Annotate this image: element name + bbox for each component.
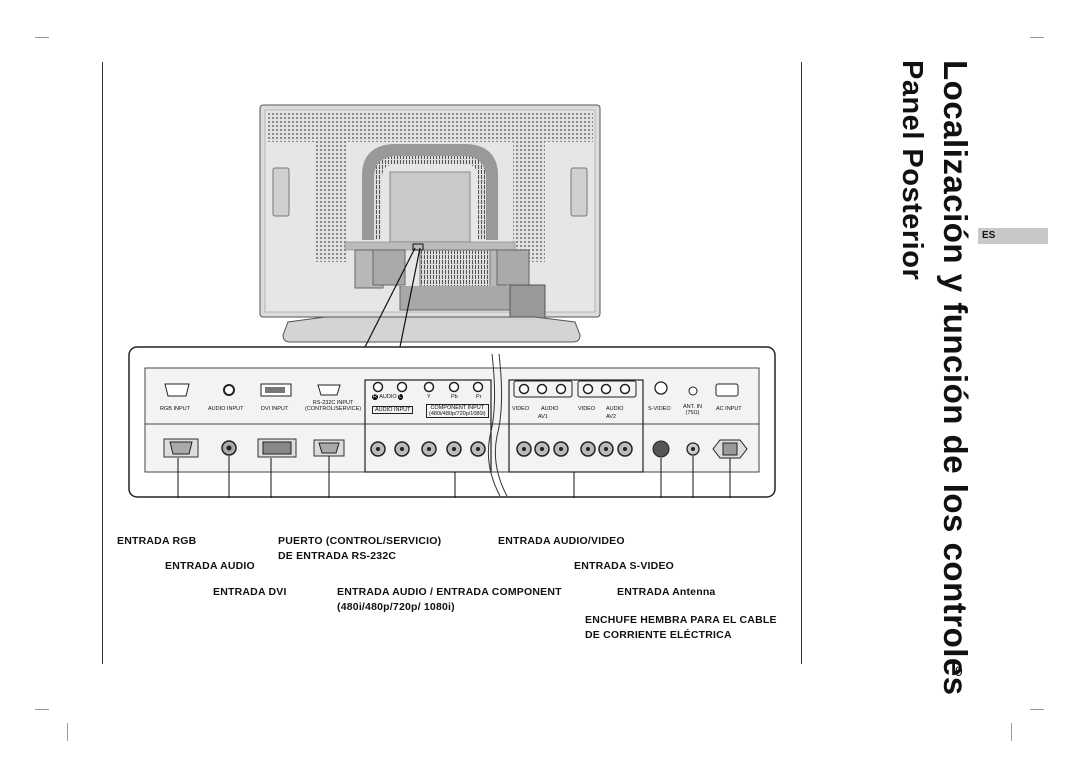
zoom-lines [364,243,424,348]
page-subtitle: Panel Posterior [896,60,928,281]
ac-input-label: AC INPUT [716,406,742,412]
tv-rear-illustration [259,104,601,343]
callout-power-line1: ENCHUFE HEMBRA PARA EL CABLE [585,614,777,626]
ant-in-label: ANT. IN (75Ω) [683,404,702,416]
av1-audio-label: AUDIO [541,406,559,412]
callout-antenna: ENTRADA Antenna [617,586,716,598]
crop-mark [35,709,49,710]
crop-mark [67,723,68,741]
rs232c-label-line2: (CONTROL/SERVICE) [305,406,362,412]
callout-rs232-line1: PUERTO (CONTROL/SERVICIO) [278,535,442,547]
antenna-port-top [688,386,698,396]
audio-rl-label: R AUDIO L [372,394,404,400]
component-input-label: COMPONENT INPUT (480i/480p/720p/1080i) [426,404,489,418]
audio-r-marker: R [372,394,378,400]
audio-input-box-label: AUDIO INPUT [372,406,414,414]
page-title: Localización y función de los controles [937,60,974,696]
callout-power-line2: DE CORRIENTE ELÉCTRICA [585,629,732,641]
y-label: Y [427,394,431,400]
callout-audio-component: ENTRADA AUDIO / ENTRADA COMPONENT (480i/… [337,586,562,613]
av1-label: AV1 [538,414,548,420]
callout-s-video: ENTRADA S-VIDEO [574,560,675,572]
left-rule [102,62,103,664]
callout-power: ENCHUFE HEMBRA PARA EL CABLE DE CORRIENT… [585,614,777,641]
callout-rs232-line2: DE ENTRADA RS-232C [278,550,397,562]
audio-word: AUDIO [379,394,397,400]
s-video-port-top [654,381,668,395]
rs232c-label-line1: RS-232C INPUT [312,400,354,406]
rgb-input-label: RGB INPUT [160,406,190,412]
av2-audio-label: AUDIO [606,406,624,412]
callout-dvi: ENTRADA DVI [213,586,287,598]
crop-mark [1030,709,1044,710]
crop-mark [35,37,49,38]
callout-audio-component-line1: ENTRADA AUDIO / ENTRADA COMPONENT [337,586,562,598]
connector-panel [128,346,776,498]
s-video-label: S-VIDEO [648,406,671,412]
callout-audio: ENTRADA AUDIO [165,560,255,572]
av1-video-label: VIDEO [512,406,530,412]
callout-audio-video: ENTRADA AUDIO/VIDEO [498,535,625,547]
language-tab: ES [978,228,1048,244]
component-label-line1: COMPONENT INPUT [430,405,485,411]
ant-in-line2: (75Ω) [685,410,700,416]
crop-mark [1011,723,1012,741]
rs232c-input-label: RS-232C INPUT (CONTROL/SERVICE) [305,400,361,412]
av2-video-label: VIDEO [578,406,596,412]
page-number: 9 [955,663,963,679]
crop-mark [1030,37,1044,38]
rgb-port-top [164,383,190,397]
av2-label: AV2 [606,414,616,420]
audio-input-label: AUDIO INPUT [208,406,244,412]
audio-l-marker: L [398,394,404,400]
ac-port-top [715,383,739,397]
dvi-input-label: DVI INPUT [261,406,289,412]
callout-rgb: ENTRADA RGB [117,535,197,547]
rs232-port-top [317,384,341,396]
right-rule [801,62,802,664]
callout-rs232: PUERTO (CONTROL/SERVICIO) DE ENTRADA RS-… [278,535,441,562]
callout-audio-component-line2: (480i/480p/720p/ 1080i) [337,601,455,613]
pb-label: Pb [451,394,458,400]
pr-label: Pr [476,394,482,400]
ant-in-line1: ANT. IN [683,404,702,410]
audio-jack-top [223,384,235,396]
component-label-line2: (480i/480p/720p/1080i) [429,411,486,417]
